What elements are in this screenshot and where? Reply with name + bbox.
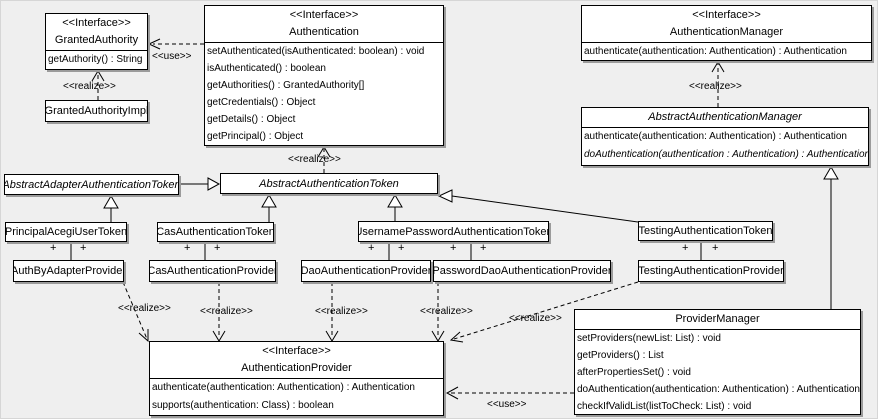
realize-abstractauthenticationtoken xyxy=(317,146,331,173)
realize-testingauthenticationprovider xyxy=(449,281,639,343)
method-row: setProviders(newList: List) : void xyxy=(577,333,721,344)
class-name: AuthByAdapterProvider xyxy=(13,265,124,277)
class-name: GrantedAuthorityImpl xyxy=(45,105,148,117)
class-name: UsernamePasswordAuthenticationToken xyxy=(358,225,549,238)
realize-label: <<realize>> xyxy=(118,303,171,314)
method-row: checkIfValidList(listToCheck: List) : vo… xyxy=(577,401,752,412)
assoc-end-label: + xyxy=(80,242,87,254)
class-name: PrincipalAcegiUserToken xyxy=(5,226,127,238)
class-name: TestingAuthenticationProvider xyxy=(638,265,784,277)
realize-label: <<realize>> xyxy=(288,154,341,165)
realize-label: <<realize>> xyxy=(315,306,368,317)
use-providermanager-to-authenticationprovider xyxy=(445,386,574,400)
method-row: authenticate(authentication: Authenticat… xyxy=(584,46,847,57)
gen-testing-token xyxy=(437,189,639,223)
class-auth-by-adapter-provider[interactable]: AuthByAdapterProvider xyxy=(13,260,124,282)
class-name: AbstractAdapterAuthenticationToken xyxy=(4,178,179,191)
assoc-end-label: + xyxy=(450,242,457,254)
realize-label: <<realize>> xyxy=(200,306,253,317)
method-row: doAuthentication(authentication : Authen… xyxy=(584,149,868,160)
class-name: PasswordDaoAuthenticationProvider xyxy=(433,265,611,277)
stereotype: <<Interface>> xyxy=(62,17,131,29)
class-name: DaoAuthenticationProvider xyxy=(301,265,431,277)
class-authentication-manager[interactable]: <<Interface>> AuthenticationManager auth… xyxy=(581,5,872,61)
stereotype: <<Interface>> xyxy=(289,9,359,21)
method-row: isAuthenticated() : boolean xyxy=(207,63,326,74)
class-name: ProviderManager xyxy=(675,313,760,325)
method-row: getProviders() : List xyxy=(577,350,664,361)
assoc-end-label: + xyxy=(214,242,221,254)
realize-label: <<realize>> xyxy=(509,313,562,324)
class-cas-authentication-provider[interactable]: CasAuthenticationProvider xyxy=(149,260,276,282)
class-abstract-adapter-authentication-token[interactable]: AbstractAdapterAuthenticationToken xyxy=(4,174,179,195)
class-password-dao-authentication-provider[interactable]: PasswordDaoAuthenticationProvider xyxy=(433,260,611,282)
class-name: CasAuthenticationProvider xyxy=(149,265,276,277)
method-row: authenticate(authentication: Authenticat… xyxy=(584,131,847,142)
method-row: getAuthority() : String xyxy=(48,54,143,65)
assoc-end-label: + xyxy=(480,242,487,254)
class-name: Authentication xyxy=(289,26,359,38)
class-name: AuthenticationProvider xyxy=(241,362,352,374)
class-name: TestingAuthenticationToken xyxy=(638,225,773,237)
class-name: AuthenticationManager xyxy=(669,26,784,38)
class-abstract-authentication-manager[interactable]: AbstractAuthenticationManager authentica… xyxy=(581,107,869,166)
use-authentication-to-grantedauthority xyxy=(147,38,204,50)
class-cas-authentication-token[interactable]: CasAuthenticationToken xyxy=(157,222,274,242)
gen-providermanager xyxy=(823,166,839,309)
method-row: afterPropertiesSet() : void xyxy=(577,367,691,378)
realize-grantedauthorityimpl xyxy=(91,70,105,100)
realize-authbyadapterprovider xyxy=(122,281,149,343)
method-row: supports(authentication: Class) : boolea… xyxy=(152,400,334,411)
realize-label: <<realize>> xyxy=(420,306,473,317)
class-authentication-provider[interactable]: <<Interface>> AuthenticationProvider aut… xyxy=(149,341,444,416)
class-username-password-authentication-token[interactable]: UsernamePasswordAuthenticationToken xyxy=(358,221,549,242)
gen-principal-token xyxy=(103,195,119,222)
class-abstract-authentication-token[interactable]: AbstractAuthenticationToken xyxy=(220,173,438,194)
realize-label: <<realize>> xyxy=(63,81,116,92)
class-granted-authority-impl[interactable]: GrantedAuthorityImpl xyxy=(45,100,148,122)
realize-abstractauthenticationmanager xyxy=(711,61,725,107)
assoc-end-label: + xyxy=(398,242,405,254)
method-row: getDetails() : Object xyxy=(207,114,296,125)
class-name: AbstractAuthenticationManager xyxy=(648,111,802,123)
method-row: setAuthenticated(isAuthenticated: boolea… xyxy=(207,46,425,57)
assoc-end-label: + xyxy=(682,242,689,254)
assoc-end-label: + xyxy=(184,242,191,254)
assoc-end-label: + xyxy=(368,242,375,254)
stereotype: <<Interface>> xyxy=(692,9,761,21)
class-provider-manager[interactable]: ProviderManager setProviders(newList: Li… xyxy=(574,309,861,415)
class-dao-authentication-provider[interactable]: DaoAuthenticationProvider xyxy=(301,260,431,282)
gen-cas-token xyxy=(261,194,277,222)
method-row: getAuthorities() : GrantedAuthority[] xyxy=(207,80,365,91)
class-testing-authentication-provider[interactable]: TestingAuthenticationProvider xyxy=(638,260,784,282)
assoc-end-label: + xyxy=(712,242,719,254)
use-label: <<use>> xyxy=(152,51,192,62)
realize-label: <<realize>> xyxy=(689,81,742,92)
class-testing-authentication-token[interactable]: TestingAuthenticationToken xyxy=(638,221,773,241)
stereotype: <<Interface>> xyxy=(262,345,331,357)
method-row: getCredentials() : Object xyxy=(207,97,316,108)
method-row: getPrincipal() : Object xyxy=(207,131,304,142)
class-principal-acegi-user-token[interactable]: PrincipalAcegiUserToken xyxy=(5,222,127,242)
class-name: GrantedAuthority xyxy=(54,34,139,46)
method-row: doAuthentication(authentication: Authent… xyxy=(577,384,860,395)
method-row: authenticate(authentication: Authenticat… xyxy=(152,382,415,393)
class-name: CasAuthenticationToken xyxy=(157,226,274,238)
class-authentication[interactable]: <<Interface>> Authentication setAuthenti… xyxy=(204,5,444,146)
class-granted-authority[interactable]: <<Interface>> GrantedAuthority getAuthor… xyxy=(45,13,148,70)
class-name: AbstractAuthenticationToken xyxy=(259,177,399,190)
use-label: <<use>> xyxy=(487,399,527,410)
gen-adapter-token xyxy=(179,177,221,191)
assoc-end-label: + xyxy=(50,242,57,254)
gen-usernamepassword-token xyxy=(387,194,403,221)
